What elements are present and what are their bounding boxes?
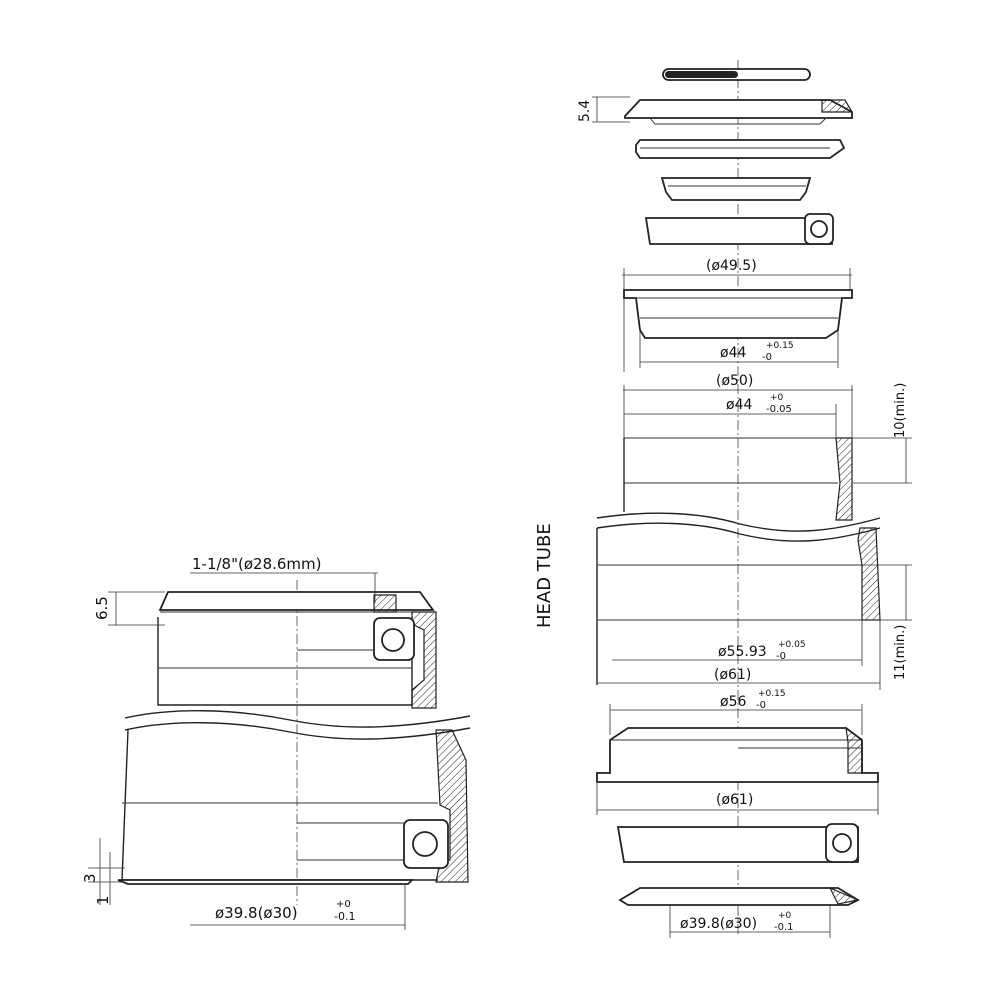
head-tube-bottom-bore-tol-lower: -0 [776,651,786,662]
head-tube-top-depth-dim: 10(min.) [893,383,908,438]
upper-cup-outer-dim: (ø49.5) [706,258,757,274]
head-tube-top-bore-tol-upper: +0 [770,393,784,403]
upper-cup-press-tol-upper: +0.15 [766,341,794,351]
lower-cup-outer-dim: (ø61) [716,792,753,808]
head-tube-bottom-bore-dim: ø55.93 [718,644,767,660]
head-tube-bottom-depth-dim: 11(min.) [893,625,908,680]
head-tube-label: HEAD TUBE [534,523,555,628]
head-tube-top-outer-dim: (ø50) [716,373,753,389]
crown-race-dim: ø39.8(ø30) [680,916,757,932]
stem-spec-label: 1-1/8"(ø28.6mm) [192,555,322,573]
lower-cup-press-tol-lower: -0 [756,700,766,711]
bottom-height-a-dim: 3 [81,873,99,883]
head-tube-top-bore-dim: ø44 [726,397,752,413]
lower-cup-press-dim: ø56 [720,694,746,710]
lower-cup-press-tol-upper: +0.15 [758,689,786,699]
top-height-dim: 6.5 [93,596,111,620]
crown-race-tol-upper: +0 [778,911,792,921]
head-tube-bottom-bore-tol-upper: +0.05 [778,640,806,650]
exploded-view: 5.4 (ø49.5) ø44 +0.15 -0 HEAD TUBE (ø50) [534,60,912,938]
upper-cup-press-tol-lower: -0 [762,352,772,363]
crown-race-tol-lower: -0.1 [774,922,794,933]
upper-cup-press-dim: ø44 [720,345,746,361]
bottom-diameter-tol-lower: -0.1 [334,910,355,923]
top-cap-height-dim: 5.4 [577,100,593,122]
assembled-view: 1-1/8"(ø28.6mm) 6.5 3 1 ø39.8(ø30) +0 -0… [81,555,471,930]
bottom-diameter-tol-upper: +0 [336,899,351,910]
bottom-height-b-dim: 1 [94,895,112,905]
head-tube-top-bore-tol-lower: -0.05 [766,404,792,415]
head-tube-bottom-outer-dim: (ø61) [714,667,751,683]
bottom-diameter-dim: ø39.8(ø30) [215,904,298,922]
